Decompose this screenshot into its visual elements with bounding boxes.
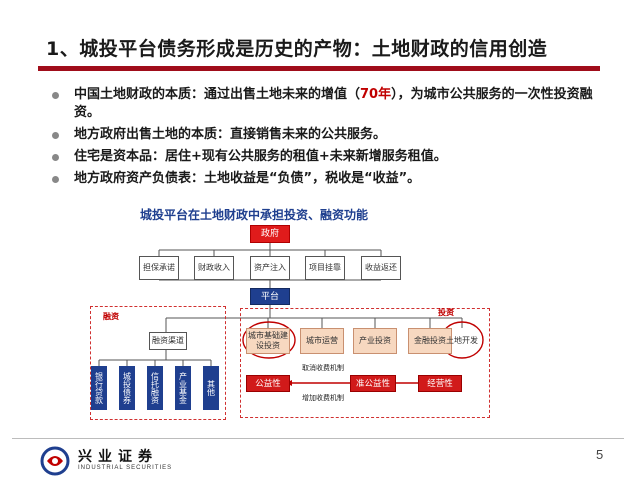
bullet-list: 中国土地财政的本质：通过出售土地未来的增值（70年），为城市公共服务的一次性投资… xyxy=(46,86,606,192)
page-title: 1、城投平台债务形成是历史的产物：土地财政的信用创造 xyxy=(46,38,548,60)
financing-source-box: 其他 xyxy=(203,366,219,410)
investment-region-label: 投资 xyxy=(438,308,454,317)
financing-region xyxy=(90,306,226,420)
financing-source-box: 产业基金 xyxy=(175,366,191,410)
cancel-fee-mechanism-label: 取消收费机制 xyxy=(302,364,344,372)
investment-finance-box: 金融投资 xyxy=(408,328,452,354)
diagram-title: 城投平台在土地财政中承担投资、融资功能 xyxy=(140,208,369,222)
bullet-highlight: 70年 xyxy=(360,87,392,102)
bullet-text: 地方政府出售土地的本质：直接销售未来的公共服务。 xyxy=(74,127,387,142)
investment-infrastructure-box: 城市基础建设投资 xyxy=(246,328,290,354)
logo-sub-text: INDUSTRIAL SECURITIES xyxy=(78,465,173,471)
government-box: 政府 xyxy=(250,225,290,243)
bullet-text: 中国土地财政的本质：通过出售土地未来的增值（ xyxy=(74,87,361,102)
quasi-public-welfare-box: 准公益性 xyxy=(350,375,396,392)
logo-main-text: 兴业证券 xyxy=(78,449,158,465)
financing-region-label: 融资 xyxy=(103,312,119,321)
public-welfare-box: 公益性 xyxy=(246,375,290,392)
flow-asset-injection-box: 资产注入 xyxy=(250,256,290,280)
commercial-box: 经营性 xyxy=(418,375,462,392)
flow-revenue-return-box: 收益返还 xyxy=(361,256,401,280)
bullet-item: 地方政府资产负债表：土地收益是“负债”，税收是“收益”。 xyxy=(46,170,606,188)
flow-guarantee-box: 担保承诺 xyxy=(139,256,179,280)
add-fee-mechanism-label: 增加收费机制 xyxy=(302,394,344,402)
bullet-item: 中国土地财政的本质：通过出售土地未来的增值（70年），为城市公共服务的一次性投资… xyxy=(46,86,606,122)
bullet-item: 住宅是资本品：居住+现有公共服务的租值+未来新增服务租值。 xyxy=(46,148,606,166)
financing-source-box: 信托融资 xyxy=(147,366,163,410)
platform-box: 平台 xyxy=(250,288,290,305)
bullet-dot-icon xyxy=(52,176,59,183)
investment-land-development-box: 土地开发 xyxy=(446,336,478,345)
bullet-dot-icon xyxy=(52,92,59,99)
bullet-dot-icon xyxy=(52,154,59,161)
bullet-text: 地方政府资产负债表：土地收益是“负债”，税收是“收益”。 xyxy=(74,171,421,186)
financing-channel-box: 融资渠道 xyxy=(149,332,187,350)
bullet-text: 住宅是资本品：居住+现有公共服务的租值+未来新增服务租值。 xyxy=(74,149,447,164)
logo-emblem-icon xyxy=(40,446,70,476)
company-logo: 兴业证券 INDUSTRIAL SECURITIES xyxy=(40,446,172,476)
bullet-dot-icon xyxy=(52,132,59,139)
footer-divider xyxy=(12,438,624,439)
financing-source-box: 城投债券 xyxy=(119,366,135,410)
investment-industry-box: 产业投资 xyxy=(353,328,397,354)
bullet-text-tail: ），为城市公共服务的一次性投资融资。 xyxy=(74,87,593,120)
flow-fiscal-revenue-box: 财政收入 xyxy=(194,256,234,280)
financing-source-box: 银行贷款 xyxy=(91,366,107,410)
investment-region xyxy=(240,308,490,418)
page-number: 5 xyxy=(596,447,604,462)
investment-operation-box: 城市运营 xyxy=(300,328,344,354)
flow-project-affiliation-box: 项目挂靠 xyxy=(305,256,345,280)
title-underline xyxy=(38,66,600,71)
bullet-item: 地方政府出售土地的本质：直接销售未来的公共服务。 xyxy=(46,126,606,144)
